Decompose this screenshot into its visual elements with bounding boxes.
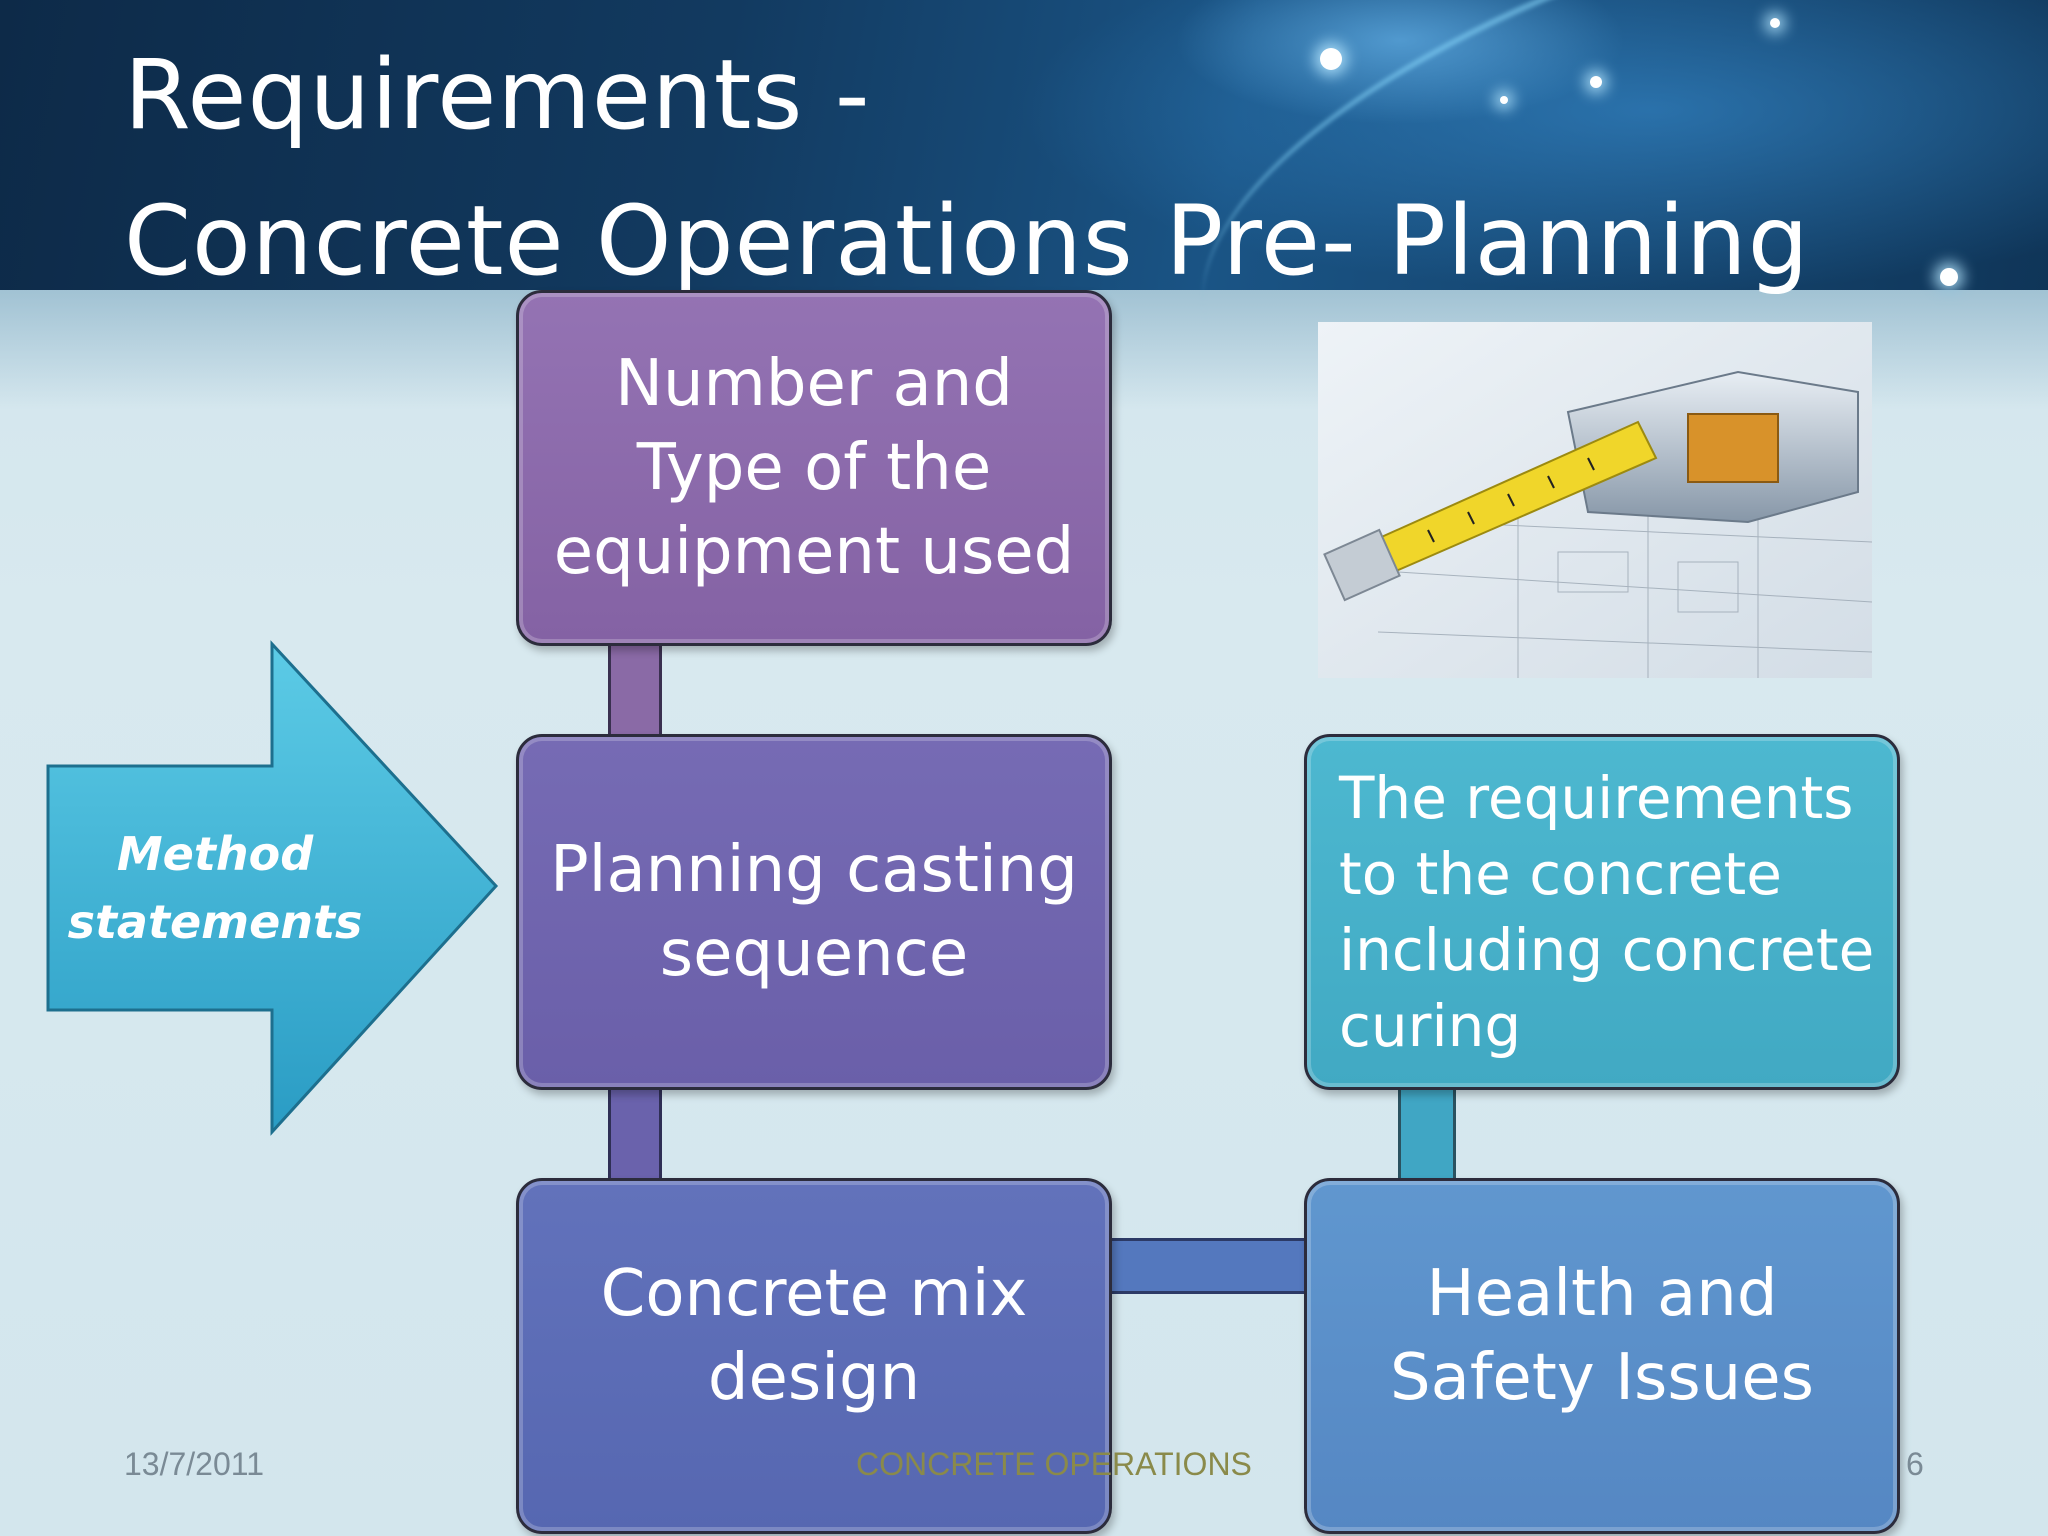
star-decoration xyxy=(1590,76,1602,88)
box-health-safety-label: Health and Safety Issues xyxy=(1390,1257,1814,1415)
box-concrete-requirements-label: The requirements to the concrete includi… xyxy=(1339,764,1875,1060)
star-decoration xyxy=(1320,48,1342,70)
connector-casting-mix xyxy=(608,1086,662,1182)
star-decoration xyxy=(1940,268,1958,286)
footer-page-number: 6 xyxy=(1906,1446,1924,1482)
method-statements-arrow xyxy=(46,640,499,1136)
star-decoration xyxy=(1770,18,1780,28)
box-health-safety: Health and Safety Issues xyxy=(1304,1178,1900,1534)
slide-title: Requirements - Concrete Operations Pre- … xyxy=(124,22,1810,314)
box-concrete-requirements: The requirements to the concrete includi… xyxy=(1304,734,1900,1090)
box-casting-sequence-label: Planning casting sequence xyxy=(550,833,1078,991)
box-equipment: Number and Type of the equipment used xyxy=(516,290,1112,646)
connector-equipment-casting xyxy=(608,640,662,736)
tape-measure-on-blueprint-image xyxy=(1318,322,1872,678)
box-casting-sequence: Planning casting sequence xyxy=(516,734,1112,1090)
box-mix-design: Concrete mix design xyxy=(516,1178,1112,1534)
connector-requirements-safety xyxy=(1398,1086,1456,1182)
footer-center: CONCRETE OPERATIONS xyxy=(856,1446,1252,1482)
method-statements-label: Method statements xyxy=(67,827,363,949)
title-line-2: Concrete Operations Pre- Planning xyxy=(124,185,1810,297)
connector-mix-safety xyxy=(1108,1238,1308,1294)
footer-date: 13/7/2011 xyxy=(124,1446,264,1482)
box-mix-design-label: Concrete mix design xyxy=(600,1257,1028,1415)
title-line-1: Requirements - xyxy=(124,39,871,151)
star-decoration xyxy=(1500,96,1508,104)
box-equipment-label: Number and Type of the equipment used xyxy=(553,347,1075,589)
